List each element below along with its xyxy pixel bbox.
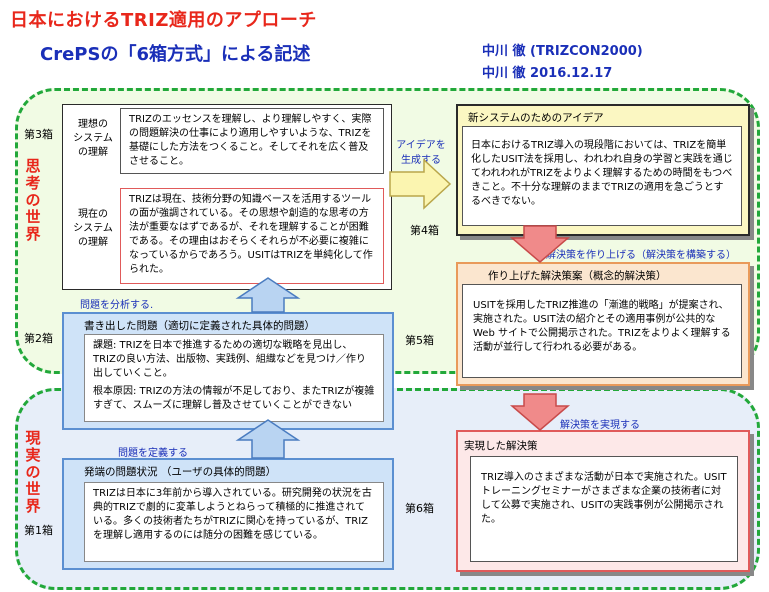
arrow-right-generate — [389, 158, 452, 210]
box2-text1: 課題: TRIZを日本で推進するための適切な戦略を見出し、TRIZの良い方法、出… — [93, 340, 366, 379]
arrow-up-analyze — [235, 277, 301, 313]
arrow-up-define — [235, 419, 301, 459]
box4-text: 日本におけるTRIZ導入の現段階においては、TRIZを簡単化したUSIT法を採用… — [462, 126, 742, 226]
box6-text: TRIZ導入のさまざまな活動が日本で実施された。USITトレーニングセミナーがさ… — [470, 456, 738, 562]
real-world-label: 現実の世界 — [25, 429, 41, 515]
author-line-2: 中川 徹 2016.12.17 — [482, 66, 613, 81]
box3-number: 第3箱 — [24, 128, 53, 141]
page-title: 日本におけるTRIZ適用のアプローチ — [10, 10, 317, 31]
arrow-label-generate: アイデアを 生成する — [396, 140, 446, 166]
author-line-1: 中川 徹 (TRIZCON2000) — [482, 44, 643, 59]
box3-ideal-text: TRIZのエッセンスを理解し、より理解しやすく、実際の問題解決の仕事により適用し… — [120, 108, 384, 174]
thinking-world-label: 思考の世界 — [25, 157, 41, 243]
box1-text: TRIZは日本に3年前から導入されている。研究開発の状況を古典的TRIZで劇的に… — [84, 482, 384, 562]
box3-ideal-label: 理想の システム の理解 — [73, 119, 113, 158]
arrow-label-build: 解決策を作り上げる（解決策を構築する） — [546, 250, 736, 261]
box1-number: 第1箱 — [24, 524, 53, 537]
box5-number: 第5箱 — [405, 334, 434, 347]
box6-number: 第6箱 — [405, 502, 434, 515]
arrow-down-build-shape — [509, 225, 571, 263]
arrow-label-implement: 解決策を実現する — [560, 420, 640, 431]
box5-head: 作り上げた解決策案（概念的解決策） — [488, 270, 667, 282]
box2-body: 課題: TRIZを日本で推進するための適切な戦略を見出し、TRIZの良い方法、出… — [84, 334, 384, 422]
box2-head: 書き出した問題（適切に定義された具体的問題） — [84, 320, 315, 332]
box5-text: USITを採用したTRIZ推進の「漸進的戦略」が提案され、実施された。USIT法… — [462, 284, 742, 378]
box6-head: 実現した解決策 — [464, 440, 538, 452]
box3-current-label: 現在の システム の理解 — [73, 209, 113, 248]
box2-text2: 根本原因: TRIZの方法の情報が不足しており、またTRIZが複雑すぎて、スムー… — [93, 386, 375, 411]
box3-current-text: TRIZは現在、技術分野の知識ベースを活用するツールの面が強調されている。その思… — [120, 188, 384, 284]
arrow-label-analyze: 問題を分析する. — [80, 300, 154, 311]
box2-number: 第2箱 — [24, 332, 53, 345]
box4-number: 第4箱 — [410, 224, 439, 237]
page-subtitle: CrePSの「6箱方式」による記述 — [40, 44, 311, 65]
arrow-label-define: 問題を定義する — [118, 448, 188, 459]
arrow-down-implement-shape — [509, 393, 571, 431]
box1-head: 発端の問題状況 （ユーザの具体的問題） — [84, 466, 277, 478]
box4-head: 新システムのためのアイデア — [468, 112, 604, 124]
